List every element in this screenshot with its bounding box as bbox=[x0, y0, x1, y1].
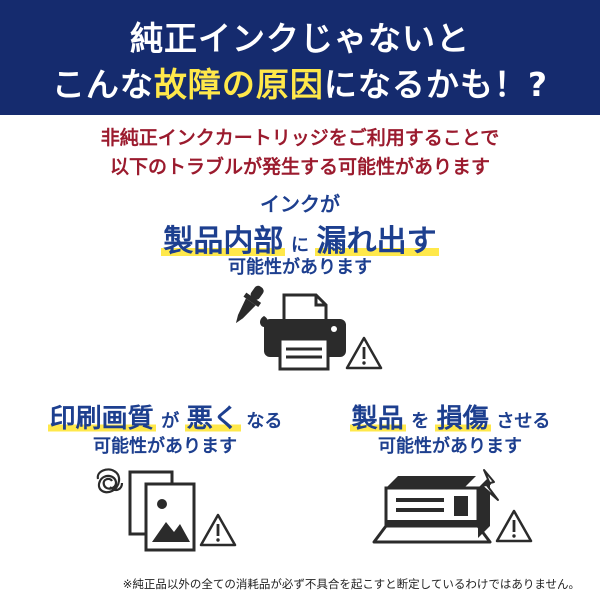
damage-big-1: 製品 bbox=[349, 404, 406, 434]
damage-mid-1: を bbox=[411, 411, 430, 432]
intro-line-1: 非純正インクカートリッジをご利用することで bbox=[100, 127, 500, 149]
warning-icon bbox=[199, 513, 237, 547]
damage-headline: 製品 を 損傷 させる bbox=[300, 398, 600, 435]
header-banner: 純正インクじゃないと こんな故障の原因になるかも！? bbox=[0, 0, 600, 115]
damage-sub: 可能性があります bbox=[378, 436, 522, 457]
ink-leak-big-2: 漏れ出す bbox=[314, 224, 439, 259]
image-paper-icon bbox=[128, 470, 196, 552]
warning-icon bbox=[495, 509, 533, 543]
quality-big-1: 印刷画質 bbox=[47, 404, 156, 434]
banner-line-1: 純正インクじゃないと bbox=[130, 19, 470, 58]
ink-leak-big-1: 製品内部 bbox=[161, 224, 286, 259]
quality-mid-2: なる bbox=[246, 411, 283, 432]
damage-big-2: 損傷 bbox=[434, 404, 491, 434]
ink-leak-headline: 製品内部 に 漏れ出す bbox=[0, 216, 600, 260]
broken-printer-icon bbox=[372, 469, 499, 544]
banner-line-2-a: こんな bbox=[51, 65, 154, 104]
quality-big-2: 悪く bbox=[184, 404, 241, 434]
quality-sub: 可能性があります bbox=[93, 436, 237, 457]
damage-mid-2: させる bbox=[496, 411, 551, 432]
ink-leak-sub: 可能性があります bbox=[228, 257, 372, 278]
quality-headline: 印刷画質 が 悪く なる bbox=[0, 398, 330, 435]
intro-text: 非純正インクカートリッジをご利用することで 以下のトラブルが発生する可能性があり… bbox=[0, 124, 600, 182]
banner-line-2-c: になるかも！? bbox=[323, 65, 549, 104]
footnote: ※純正品以外の全ての消耗品が必ず不具合を起こすと断定しているわけではありません。 bbox=[122, 577, 580, 591]
warning-icon bbox=[345, 336, 383, 370]
banner-line-2: こんな故障の原因になるかも！? bbox=[0, 58, 600, 106]
ink-leak-pre: インクが bbox=[260, 192, 340, 216]
quality-mid-1: が bbox=[161, 411, 180, 432]
banner-highlight: 故障の原因 bbox=[153, 65, 324, 104]
printer-icon bbox=[264, 293, 346, 371]
dropper-icon bbox=[235, 285, 268, 327]
scribble-icon bbox=[96, 468, 124, 494]
intro-line-2: 以下のトラブルが発生する可能性があります bbox=[109, 156, 490, 178]
ink-leak-mid: に bbox=[291, 235, 309, 256]
